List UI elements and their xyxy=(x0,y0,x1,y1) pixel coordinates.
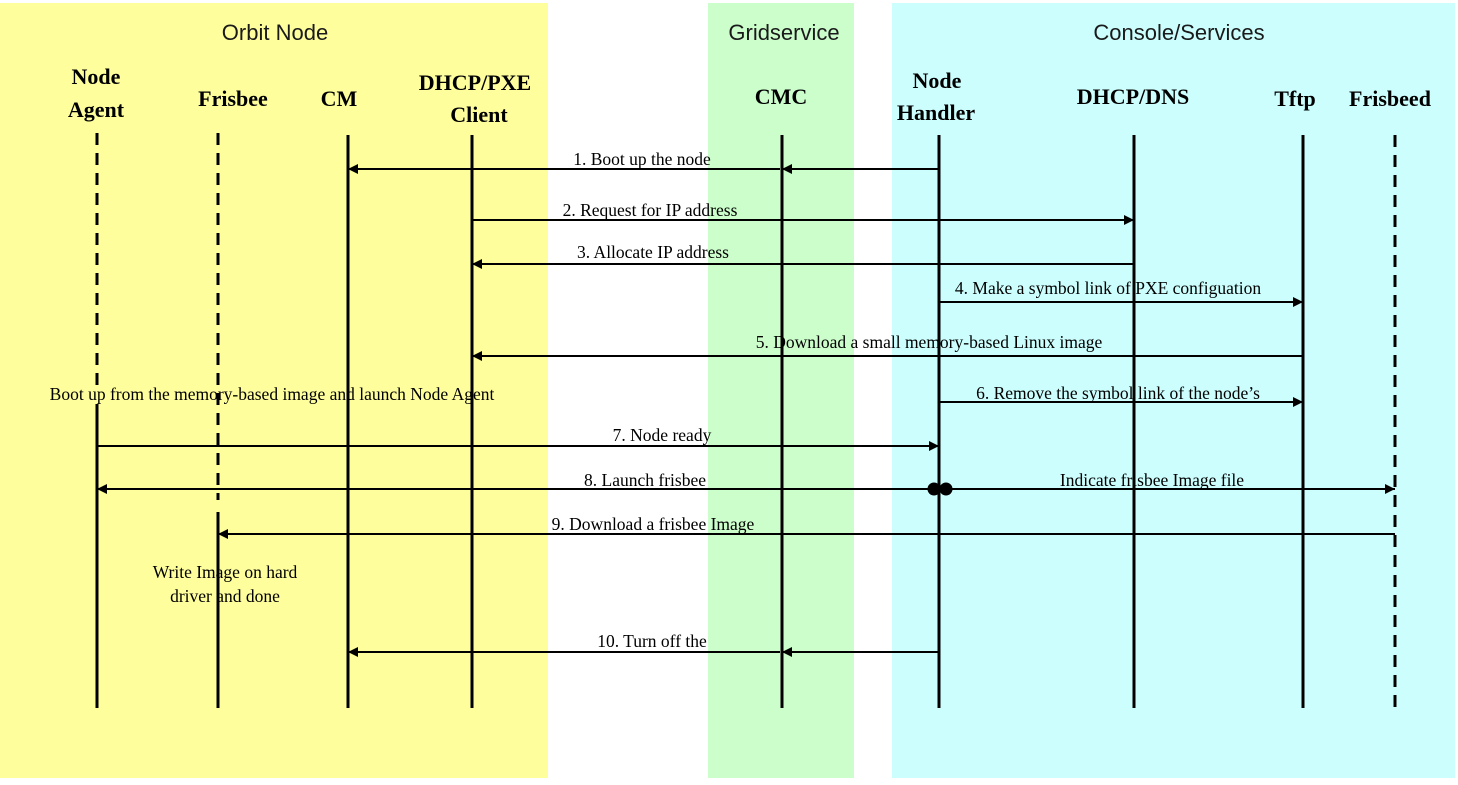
message-node-ready: 7. Node ready xyxy=(613,425,712,445)
actor-node-agent-line2: Agent xyxy=(68,97,125,122)
console-services-title: Console/Services xyxy=(1093,20,1264,45)
note-write-image-line2: driver and done xyxy=(170,586,280,606)
message-turn-off: 10. Turn off the xyxy=(597,631,707,651)
fork-dot-left xyxy=(927,482,941,496)
actor-frisbeed: Frisbeed xyxy=(1349,86,1431,111)
message-remove-link: 6. Remove the symbol link of the node’s xyxy=(976,383,1260,403)
orbit-node-title: Orbit Node xyxy=(222,20,328,45)
fork-dot-right xyxy=(939,482,953,496)
actor-dhcp-dns: DHCP/DNS xyxy=(1077,84,1189,109)
message-allocate-ip: 3. Allocate IP address xyxy=(577,242,729,262)
actor-tftp: Tftp xyxy=(1274,86,1316,111)
actor-node-agent-line1: Node xyxy=(72,64,121,89)
message-indicate-image: Indicate frisbee Image file xyxy=(1060,470,1244,490)
console-services-region xyxy=(892,3,1455,778)
orbit-node-region xyxy=(0,3,548,778)
actor-dhcp-client-line2: Client xyxy=(450,102,508,127)
message-launch-frisbee: 8. Launch frisbee xyxy=(584,470,706,490)
message-symbol-link: 4. Make a symbol link of PXE configuatio… xyxy=(955,278,1261,298)
actor-node-handler-line1: Node xyxy=(913,68,962,93)
actor-cm: CM xyxy=(321,86,358,111)
message-download-frisbee: 9. Download a frisbee Image xyxy=(552,514,755,534)
actor-frisbee: Frisbee xyxy=(198,86,268,111)
message-request-ip: 2. Request for IP address xyxy=(563,200,738,220)
actor-dhcp-client-line1: DHCP/PXE xyxy=(419,70,531,95)
message-boot-up: 1. Boot up the node xyxy=(573,149,711,169)
actor-cmc: CMC xyxy=(755,84,808,109)
gridservice-title: Gridservice xyxy=(728,20,839,45)
actor-node-handler-line2: Handler xyxy=(897,100,975,125)
note-boot-up: Boot up from the memory-based image and … xyxy=(50,384,495,404)
message-download-linux: 5. Download a small memory-based Linux i… xyxy=(756,332,1103,352)
note-write-image-line1: Write Image on hard xyxy=(153,562,298,582)
